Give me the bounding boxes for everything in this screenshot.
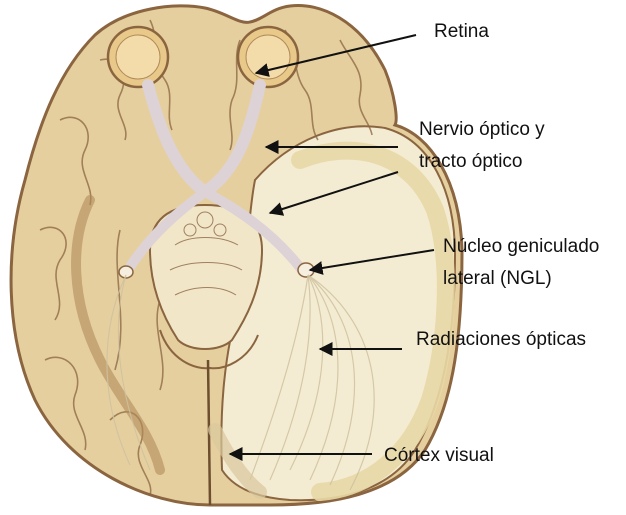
label-lgn-line1: Núcleo geniculado: [443, 235, 599, 258]
label-radiations: Radiaciones ópticas: [416, 328, 586, 351]
left-eye: [108, 27, 168, 87]
label-lgn-line2: lateral (NGL): [443, 267, 552, 290]
label-cortex: Córtex visual: [384, 444, 494, 467]
label-optic-nerve-line1: Nervio óptico y: [419, 118, 545, 141]
label-optic-nerve-line2: tracto óptico: [419, 150, 523, 173]
label-retina: Retina: [434, 20, 489, 43]
right-eye: [238, 27, 298, 87]
